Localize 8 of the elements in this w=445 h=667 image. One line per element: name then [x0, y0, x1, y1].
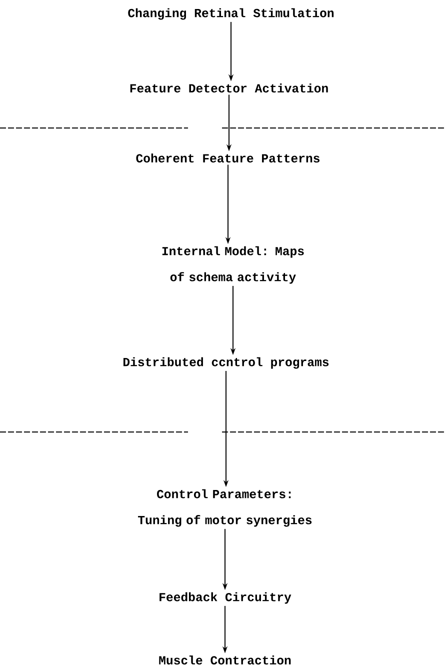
step-text: Muscle Contraction: [159, 655, 291, 665]
step-text: Changing Retinal Stimulation: [128, 8, 334, 20]
step-text: Feedback Circuitry: [160, 592, 292, 604]
step-text: Distributed ccntrol programs: [123, 357, 329, 369]
step-text: Feature Detector Activation: [130, 83, 328, 93]
step-text: Control Parameters: Tuning of motor synergies: [138, 489, 312, 527]
step-text: Internal Model: Maps of schema activity: [162, 246, 304, 284]
step-text: Coherent Feature Patterns: [136, 153, 320, 163]
